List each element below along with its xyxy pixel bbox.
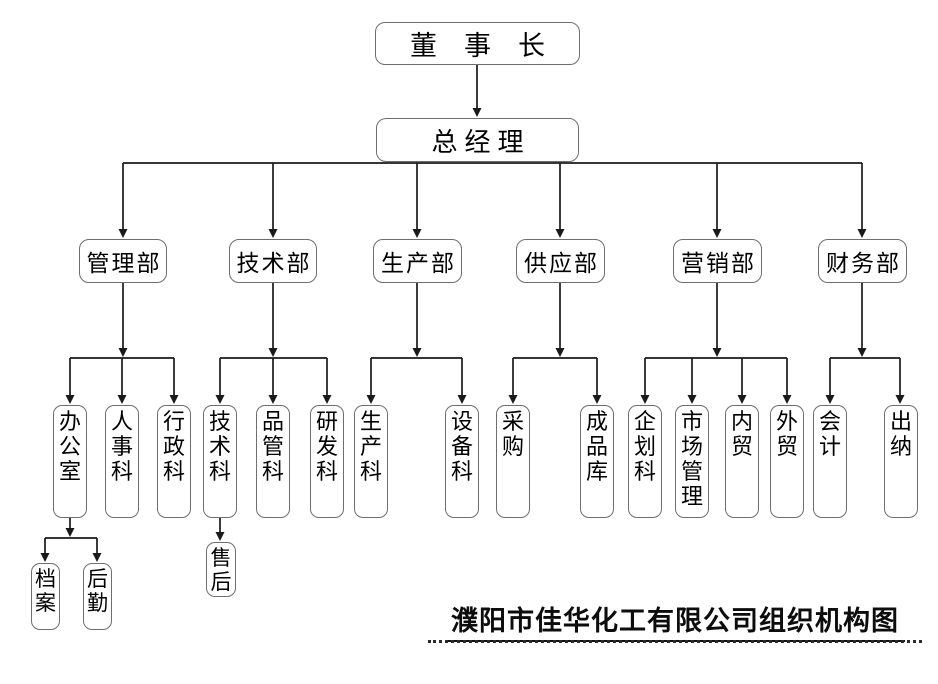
org-node-label: 总经理 bbox=[431, 127, 531, 157]
org-node-quality-section: 品 管 科 bbox=[256, 405, 290, 518]
org-node-archives: 档 案 bbox=[31, 563, 60, 630]
org-node-label: 供应部 bbox=[524, 251, 599, 276]
org-node-finished-goods-warehouse: 成 品 库 bbox=[580, 405, 614, 518]
org-node-label: 技 术 科 bbox=[208, 409, 231, 484]
org-node-after-sales: 售 后 bbox=[206, 542, 236, 597]
org-node-dept-management: 管理部 bbox=[79, 239, 167, 283]
arrowhead-icon bbox=[640, 395, 650, 404]
arrowhead-icon bbox=[268, 348, 278, 357]
org-node-office: 办 公 室 bbox=[53, 405, 87, 518]
org-node-general-manager: 总经理 bbox=[376, 118, 579, 162]
org-node-equipment-section: 设 备 科 bbox=[445, 405, 479, 518]
org-node-label: 档 案 bbox=[35, 567, 56, 615]
arrowhead-icon bbox=[268, 395, 278, 404]
arrowhead-icon bbox=[118, 348, 128, 357]
arrowhead-icon bbox=[825, 395, 835, 404]
org-node-label: 生产部 bbox=[381, 251, 456, 276]
chart-title-text: 濮阳市佳华化工有限公司组织机构图 bbox=[445, 599, 905, 642]
arrowhead-icon bbox=[895, 395, 905, 404]
org-node-dept-marketing: 营销部 bbox=[673, 239, 762, 283]
org-node-label: 设 备 科 bbox=[450, 409, 473, 484]
arrowhead-icon bbox=[412, 348, 422, 357]
org-node-label: 管理部 bbox=[86, 251, 162, 276]
arrowhead-icon bbox=[65, 528, 75, 537]
org-node-domestic-trade: 内 贸 bbox=[725, 405, 759, 518]
arrowhead-icon bbox=[687, 395, 697, 404]
org-node-label: 出 纳 bbox=[889, 409, 912, 459]
org-node-tech-section: 技 术 科 bbox=[203, 405, 237, 518]
org-node-label: 市 场 管 理 bbox=[680, 409, 703, 509]
arrowhead-icon bbox=[508, 395, 518, 404]
org-node-label: 品 管 科 bbox=[261, 409, 284, 484]
org-node-label: 董 事 长 bbox=[410, 31, 545, 61]
title-dotted-underline bbox=[428, 640, 922, 643]
arrowhead-icon bbox=[366, 395, 376, 404]
org-node-hr-section: 人 事 科 bbox=[105, 405, 139, 518]
org-node-admin-section: 行 政 科 bbox=[157, 405, 191, 518]
org-node-label: 外 贸 bbox=[775, 409, 798, 459]
org-node-cashier: 出 纳 bbox=[884, 405, 918, 518]
arrowhead-icon bbox=[712, 229, 722, 238]
org-node-market-management: 市 场 管 理 bbox=[675, 405, 709, 518]
chart-title: 濮阳市佳华化工有限公司组织机构图 bbox=[428, 599, 922, 642]
arrowhead-icon bbox=[782, 395, 792, 404]
arrowhead-icon bbox=[322, 395, 332, 404]
arrowhead-icon bbox=[472, 108, 482, 117]
org-node-dept-finance: 财务部 bbox=[818, 239, 907, 283]
org-node-label: 研 发 科 bbox=[315, 409, 338, 484]
arrowhead-icon bbox=[555, 348, 565, 357]
arrowhead-icon bbox=[65, 395, 75, 404]
arrowhead-icon bbox=[592, 395, 602, 404]
org-node-label: 技术部 bbox=[236, 251, 312, 276]
org-node-dept-supply: 供应部 bbox=[516, 239, 605, 283]
arrowhead-icon bbox=[268, 229, 278, 238]
org-node-rd-section: 研 发 科 bbox=[310, 405, 344, 518]
arrowhead-icon bbox=[117, 395, 127, 404]
org-node-dept-production: 生产部 bbox=[373, 239, 462, 283]
org-node-procurement: 采 购 bbox=[496, 405, 530, 518]
arrowhead-icon bbox=[92, 553, 102, 562]
org-node-label: 生 产 科 bbox=[359, 409, 382, 484]
org-node-dept-technology: 技术部 bbox=[229, 239, 317, 283]
org-node-label: 后 勤 bbox=[87, 567, 108, 615]
arrowhead-icon bbox=[457, 395, 467, 404]
org-node-label: 采 购 bbox=[501, 409, 524, 459]
org-node-label: 财务部 bbox=[826, 251, 901, 276]
arrowhead-icon bbox=[169, 395, 179, 404]
org-node-label: 人 事 科 bbox=[110, 409, 133, 484]
org-node-label: 售 后 bbox=[210, 546, 232, 594]
arrowhead-icon bbox=[737, 395, 747, 404]
org-node-label: 企 划 科 bbox=[633, 409, 656, 484]
org-node-label: 办 公 室 bbox=[58, 409, 81, 484]
org-node-label: 行 政 科 bbox=[162, 409, 185, 484]
org-node-foreign-trade: 外 贸 bbox=[770, 405, 804, 518]
arrowhead-icon bbox=[857, 348, 867, 357]
org-node-label: 成 品 库 bbox=[585, 409, 608, 484]
arrowhead-icon bbox=[555, 229, 565, 238]
arrowhead-icon bbox=[215, 532, 225, 541]
org-node-logistics: 后 勤 bbox=[83, 563, 112, 630]
org-node-chairman: 董 事 长 bbox=[375, 22, 580, 65]
org-node-planning-section: 企 划 科 bbox=[628, 405, 662, 518]
arrowhead-icon bbox=[412, 229, 422, 238]
org-node-label: 营销部 bbox=[681, 251, 756, 276]
org-node-label: 会 计 bbox=[818, 409, 841, 459]
arrowhead-icon bbox=[712, 348, 722, 357]
arrowhead-icon bbox=[215, 395, 225, 404]
org-node-accounting: 会 计 bbox=[813, 405, 847, 518]
org-node-production-section: 生 产 科 bbox=[354, 405, 388, 518]
org-node-label: 内 贸 bbox=[730, 409, 753, 459]
arrowhead-icon bbox=[118, 229, 128, 238]
arrowhead-icon bbox=[40, 553, 50, 562]
arrowhead-icon bbox=[857, 229, 867, 238]
